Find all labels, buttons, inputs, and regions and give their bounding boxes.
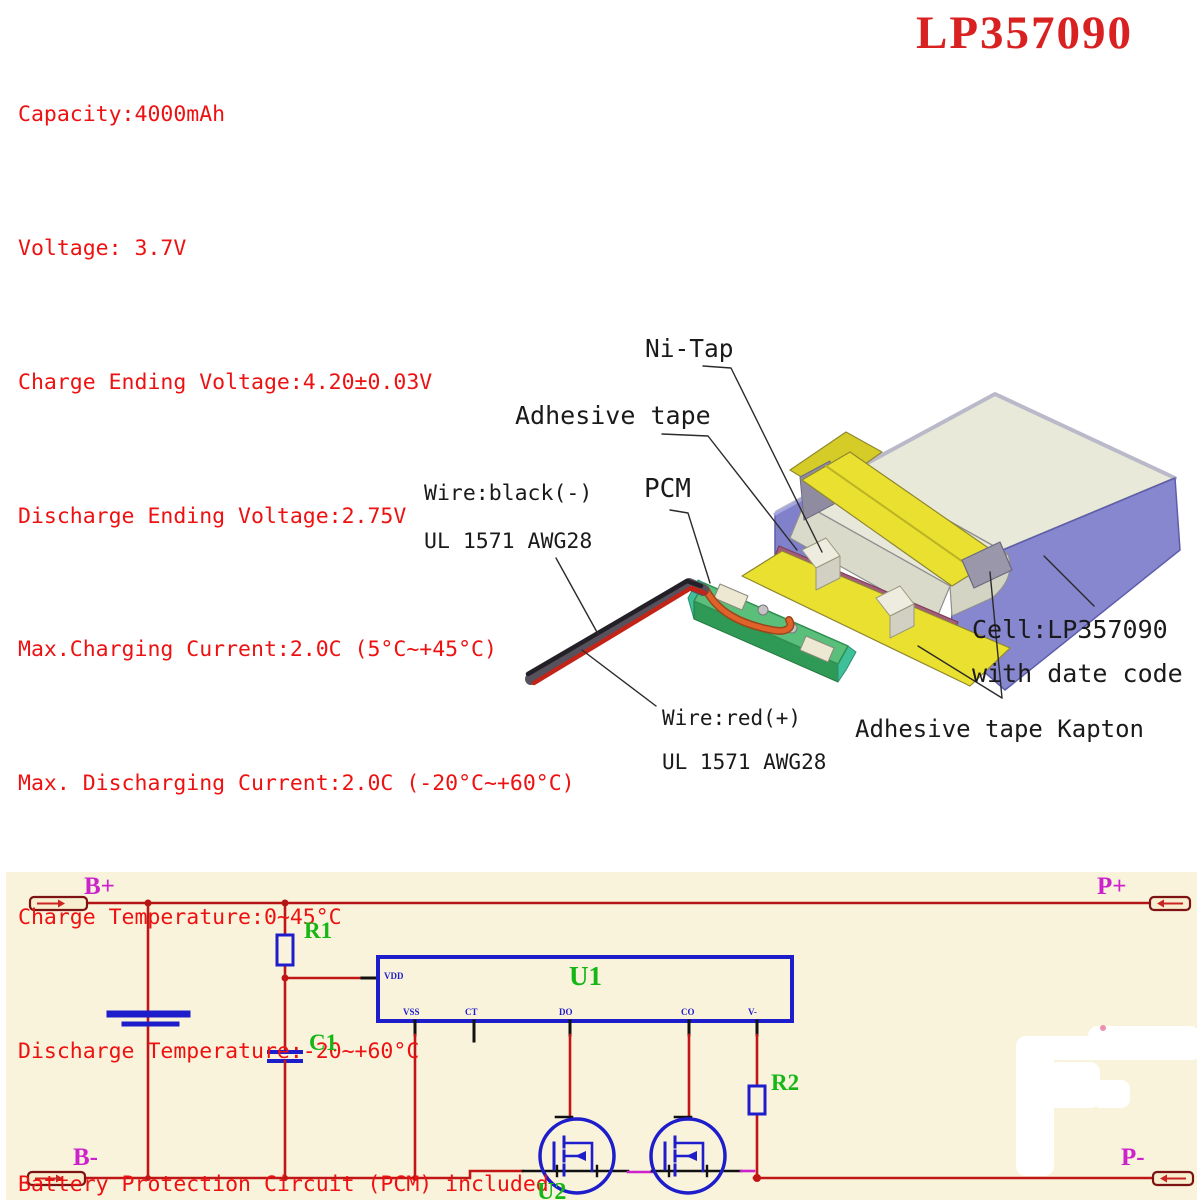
leader-pcm [669,509,711,584]
ic-u1 [376,955,794,1043]
page-title: LP357090 [916,7,1134,59]
pin-v-minus: V- [748,1007,757,1017]
lead-wires [525,578,709,686]
label-r2: R2 [771,1070,800,1095]
resistor-r1 [275,899,380,1054]
spec-line: Voltage: 3.7V [18,235,187,261]
leader-cell [1043,555,1095,607]
label-u2: U2 [537,1179,567,1200]
spec-line: Max.Charging Current:2.0C (5°C~+45°C) [18,637,497,663]
solder-pad [799,635,835,663]
spec-line: Max. Discharging Current:2.0C (-20°C~+60… [18,771,575,797]
adhesive-tape-strap [789,431,1013,589]
label-b-minus: B- [73,1144,98,1171]
battery-symbol [106,899,191,1181]
label-ni-tap: Ni-Tap [645,334,734,363]
leader-kapton [917,645,1003,699]
terminal-b-plus [28,895,89,912]
spec-line: Charge Temperature:0~45°C [18,904,342,930]
terminal-b-minus [26,1170,87,1187]
ni-tab [875,585,915,639]
label-c1: C1 [309,1030,338,1055]
leader-lines [555,365,1095,707]
label-r1: R1 [304,918,333,943]
spec-line: Charge Ending Voltage:4.20±0.03V [18,369,433,395]
label-wire-black: Wire:black(-) [424,481,593,506]
pin-co: CO [681,1007,695,1017]
spec-line: Capacity:4000mAh [18,102,226,128]
label-wire-red: Wire:red(+) [662,706,802,730]
mosfet-u2 [538,1117,727,1195]
pin-ct: CT [465,1007,478,1017]
wire-red [531,585,708,686]
ni-tab [801,537,841,591]
spec-line: Discharge Temperature:-20~+60°C [18,1038,420,1064]
resistor-r2 [747,1033,767,1182]
pin-vdd: VDD [384,971,404,981]
label-p-plus: P+ [1097,873,1127,900]
pin-do: DO [559,1007,573,1017]
label-kapton: Adhesive tape Kapton [855,715,1144,743]
leader-kapton [989,571,1003,699]
leader-wire-black [555,557,599,635]
label-b-plus: B+ [84,873,115,900]
pin-vss: VSS [403,1007,420,1017]
label-cell: Cell:LP357090 [972,615,1168,644]
rail-bottom [34,1169,525,1180]
schematic-panel [6,872,1197,1200]
label-date-code: with date code [972,659,1183,688]
terminal-p-plus [1148,895,1192,912]
pink-speck [1100,1025,1106,1031]
label-wire-black-spec: UL 1571 AWG28 [424,529,593,554]
pcm-board [687,579,857,683]
label-adhesive-tape: Adhesive tape [515,401,711,430]
spec-line: Discharge Ending Voltage:2.75V [18,503,407,529]
solder-pad [713,583,749,611]
watermark-blob [1016,1025,1200,1176]
leader-ni-tap [702,365,823,553]
capacitor-c1 [267,1050,303,1181]
wire-black [525,578,704,677]
leader-adhesive-tape [661,433,798,551]
spec-line: Battery Protection Circuit (PCM) include… [18,1172,549,1198]
contact-dot [757,604,769,616]
label-u1: U1 [569,961,602,991]
terminal-p-minus [1151,1170,1195,1187]
label-wire-red-spec: UL 1571 AWG28 [662,750,827,774]
kapton-tape-strip [741,550,1011,687]
spec-list: Capacity:4000mAh Voltage: 3.7V Charge En… [18,4,575,1200]
battery-illustration [525,365,1181,707]
schematic [6,872,1200,1200]
leader-wire-red [581,649,657,707]
label-p-minus: P- [1121,1144,1145,1171]
label-pcm: PCM [644,474,691,504]
